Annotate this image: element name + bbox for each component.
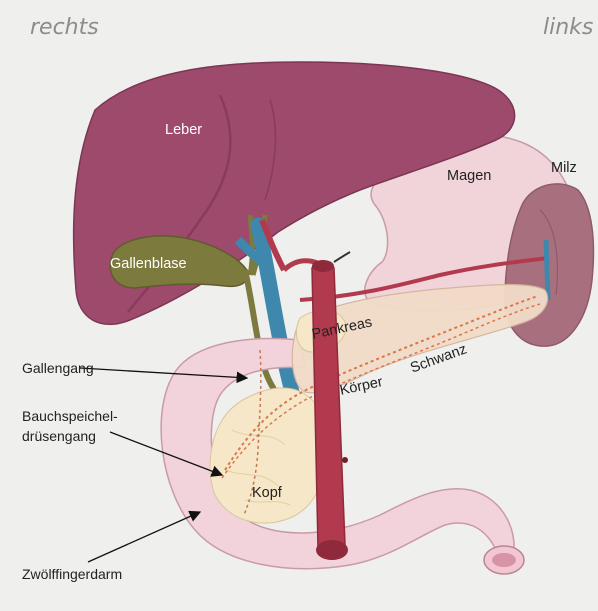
bile-duct-label: Gallengang	[22, 358, 94, 378]
duodenum-arrow	[88, 512, 200, 562]
pancreas-head-shape	[210, 388, 326, 523]
pancreatic-duct-label: Bauchspeichel- drüsengang	[22, 406, 118, 446]
gallbladder-label: Gallenblase	[110, 256, 187, 272]
left-side-label: links	[543, 15, 593, 40]
stomach-label: Magen	[447, 168, 491, 184]
liver-label: Leber	[165, 122, 202, 138]
duodenum-label: Zwölffingerdarm	[22, 564, 122, 584]
pancreatic-duct-label-line2: drüsengang	[22, 426, 118, 446]
pancreas-head-label: Kopf	[252, 485, 282, 501]
pancreatic-duct-label-line1: Bauchspeichel-	[22, 406, 118, 426]
right-side-label: rechts	[30, 15, 99, 40]
spleen-label: Milz	[551, 160, 577, 176]
